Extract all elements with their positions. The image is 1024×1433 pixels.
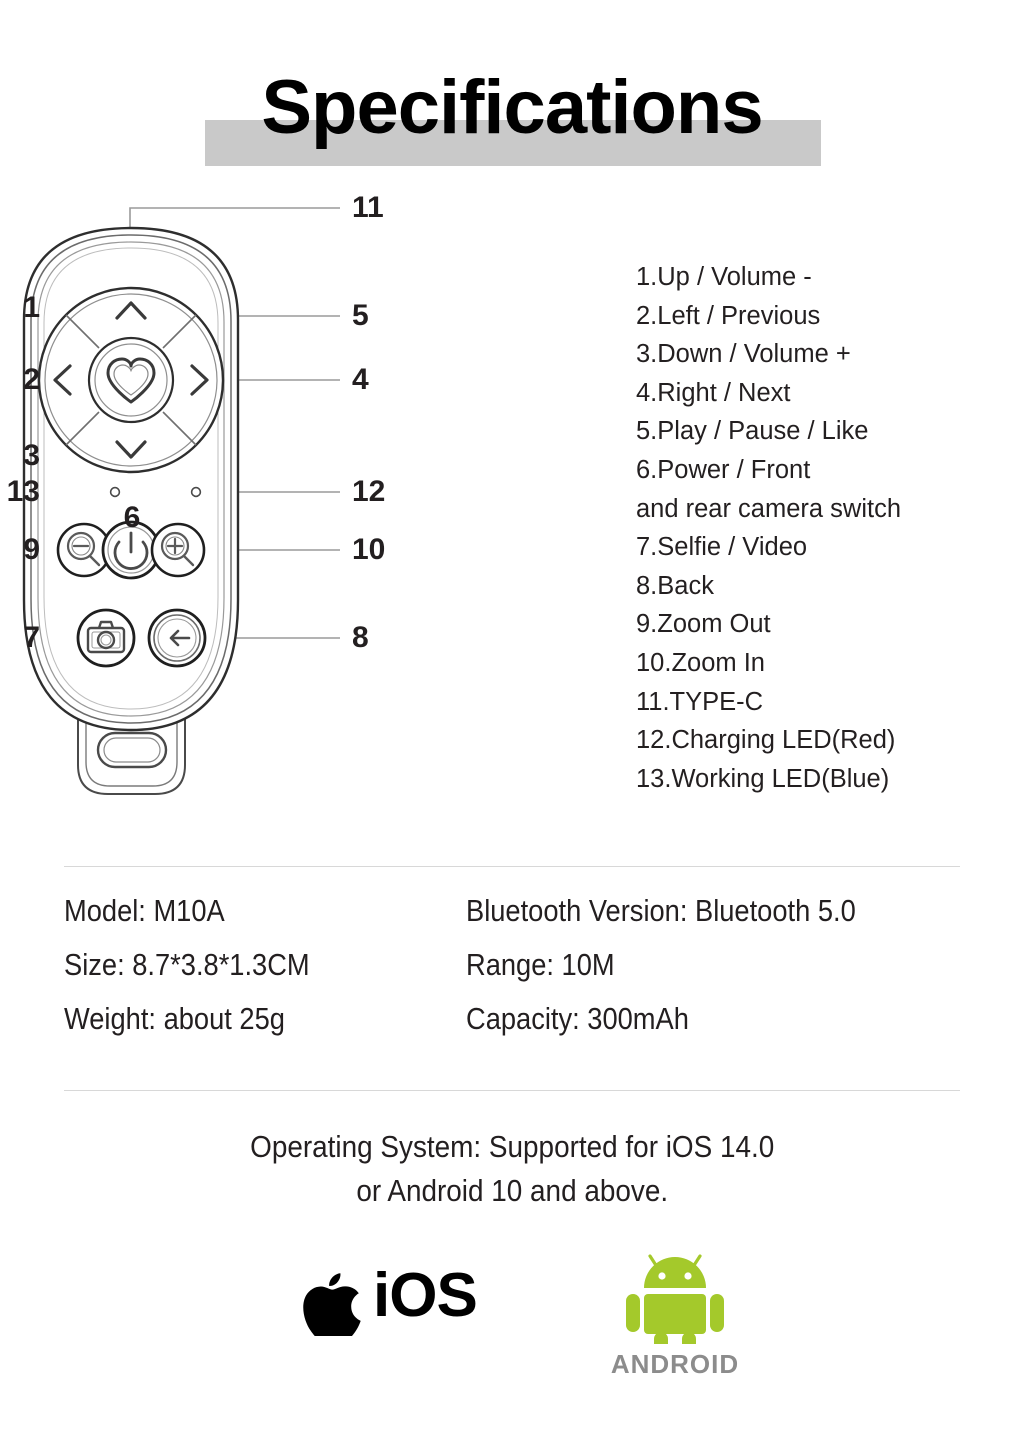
ios-logo: iOS — [295, 1256, 478, 1336]
magnifier-plus-icon — [160, 531, 190, 561]
spec-weight: Weight: about 25g — [64, 1001, 285, 1036]
center-heart-button[interactable] — [87, 336, 175, 424]
working-led — [109, 486, 121, 498]
spec-row: Weight: about 25g Capacity: 300mAh — [64, 1003, 984, 1057]
callout-number-4: 4 — [352, 363, 369, 396]
dpad-quadrant-dividers — [65, 314, 197, 446]
operating-system-block: Operating System: Supported for iOS 14.0… — [0, 1125, 1024, 1213]
spec-row: Model: M10A Bluetooth Version: Bluetooth… — [64, 895, 984, 949]
led-indicators — [109, 486, 202, 498]
android-wordmark: ANDROID — [610, 1349, 740, 1379]
legend-item: 4.Right / Next — [636, 378, 791, 407]
callout-number-11: 11 — [352, 191, 384, 224]
callout-number-10: 10 — [352, 533, 386, 566]
spec-size: Size: 8.7*3.8*1.3CM — [64, 947, 310, 982]
legend-item: 1.Up / Volume - — [636, 263, 812, 291]
back-button[interactable] — [147, 608, 207, 668]
android-robot-icon — [626, 1254, 724, 1356]
dpad[interactable] — [37, 286, 225, 474]
platform-logos: iOS ANDROID — [0, 1248, 1024, 1388]
os-line-2: or Android 10 and above. — [0, 1169, 1024, 1213]
spec-model: Model: M10A — [64, 893, 225, 928]
android-logo: ANDROID — [600, 1248, 750, 1377]
legend-item: 5.Play / Pause / Like — [636, 417, 869, 446]
heart-icon — [106, 357, 156, 404]
callout-number-6: 6 — [123, 501, 141, 534]
page-title: Specifications — [261, 65, 763, 150]
legend-item: 12.Charging LED(Red) — [636, 726, 896, 755]
spec-row: Size: 8.7*3.8*1.3CM Range: 10M — [64, 949, 984, 1003]
spec-capacity: Capacity: 300mAh — [466, 1001, 689, 1036]
callout-number-13: 13 — [6, 475, 40, 508]
callout-number-12: 12 — [352, 475, 386, 508]
spec-range: Range: 10M — [466, 947, 615, 982]
power-icon — [113, 540, 149, 570]
os-line-1: Operating System: Supported for iOS 14.0 — [0, 1125, 1024, 1169]
legend-item: 2.Left / Previous — [636, 301, 821, 330]
callout-number-1: 1 — [23, 291, 40, 324]
callout-number-5: 5 — [352, 299, 369, 332]
device-diagram: 1 2 3 13 9 7 11 5 4 12 10 8 6 — [0, 190, 620, 850]
ios-wordmark: iOS — [373, 1261, 478, 1330]
section-divider-top — [64, 866, 960, 867]
callout-number-3: 3 — [23, 439, 40, 472]
title-highlight-band — [205, 120, 821, 166]
legend-item: 13.Working LED(Blue) — [636, 764, 890, 793]
magnifier-minus-icon — [66, 531, 96, 561]
legend-item: 8.Back — [636, 571, 714, 600]
legend-item: 9.Zoom Out — [636, 610, 771, 639]
legend-item: 11.TYPE-C — [636, 687, 764, 716]
os-line-2-text: or Android 10 and above. — [356, 1173, 668, 1208]
spec-table: Model: M10A Bluetooth Version: Bluetooth… — [64, 895, 984, 1057]
callout-number-8: 8 — [352, 621, 369, 654]
legend-item: 3.Down / Volume + — [636, 340, 851, 369]
power-button[interactable] — [101, 520, 161, 580]
charging-led — [190, 486, 202, 498]
back-arrow-icon — [169, 629, 191, 647]
title-block: Specifications — [0, 58, 1024, 176]
legend-list: 1.Up / Volume - 2.Left / Previous 3.Down… — [636, 258, 996, 798]
legend-item: 6.Power / Front — [636, 455, 811, 484]
callout-number-2: 2 — [23, 363, 40, 396]
lanyard-hole — [96, 731, 168, 769]
device-illustration — [22, 207, 340, 795]
zoom-in-button[interactable] — [150, 522, 206, 578]
camera-icon — [86, 620, 126, 654]
callout-number-9: 9 — [23, 533, 40, 566]
os-line-1-text: Operating System: Supported for iOS 14.0 — [249, 1129, 775, 1164]
section-divider-bottom — [64, 1090, 960, 1091]
camera-button[interactable] — [76, 608, 136, 668]
legend-item: and rear camera switch — [636, 494, 902, 523]
legend-item: 10.Zoom In — [636, 648, 765, 677]
callout-number-7: 7 — [23, 621, 40, 654]
spec-bluetooth: Bluetooth Version: Bluetooth 5.0 — [466, 893, 856, 928]
legend-item: 7.Selfie / Video — [636, 533, 808, 562]
apple-logo-icon — [303, 1273, 361, 1336]
